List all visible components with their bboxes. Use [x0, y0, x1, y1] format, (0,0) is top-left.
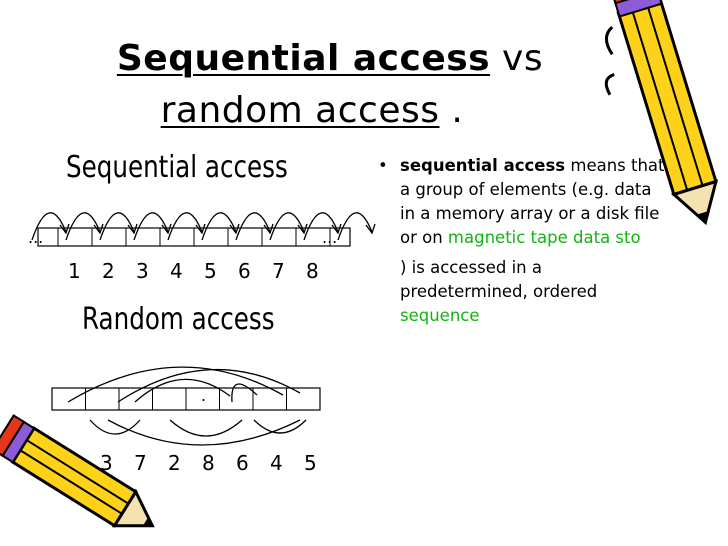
- sequential-number: 3: [136, 259, 149, 283]
- random-arrow: [68, 367, 283, 402]
- term-sequential-access: sequential access: [400, 156, 565, 175]
- random-arrow: [118, 370, 300, 402]
- sequential-number: 8: [306, 259, 319, 283]
- pencil-icon-bottom-left: [0, 415, 163, 542]
- sequential-number: 6: [238, 259, 251, 283]
- random-strip: [52, 367, 320, 445]
- random-arrow: [135, 379, 230, 402]
- link-magnetic-tape[interactable]: magnetic tape data sto: [448, 228, 641, 247]
- random-arrow: [254, 420, 306, 433]
- bullet-sequential-access: • sequential access means that a group o…: [378, 154, 668, 328]
- sequential-number: 2: [102, 259, 115, 283]
- random-number: 6: [236, 451, 249, 475]
- sequential-number: 7: [272, 259, 285, 283]
- random-number: 7: [134, 451, 147, 475]
- random-number: 5: [304, 451, 317, 475]
- sequential-number: 1: [68, 259, 81, 283]
- random-number: 8: [202, 451, 215, 475]
- bullet-text: sequential access means that a group of …: [400, 154, 668, 328]
- random-number: 2: [168, 451, 181, 475]
- link-sequence[interactable]: sequence: [400, 306, 480, 325]
- random-dot: .: [201, 386, 206, 405]
- ellipsis-left: ...: [28, 228, 43, 247]
- random-arrow: [170, 420, 242, 436]
- bullet-line2: ) is accessed in a predetermined, ordere…: [400, 258, 597, 301]
- random-number: 4: [270, 451, 283, 475]
- sequential-number: 5: [204, 259, 217, 283]
- ellipsis-right: ...: [322, 228, 337, 247]
- bullet-marker: •: [378, 154, 388, 178]
- sequential-number: 4: [170, 259, 183, 283]
